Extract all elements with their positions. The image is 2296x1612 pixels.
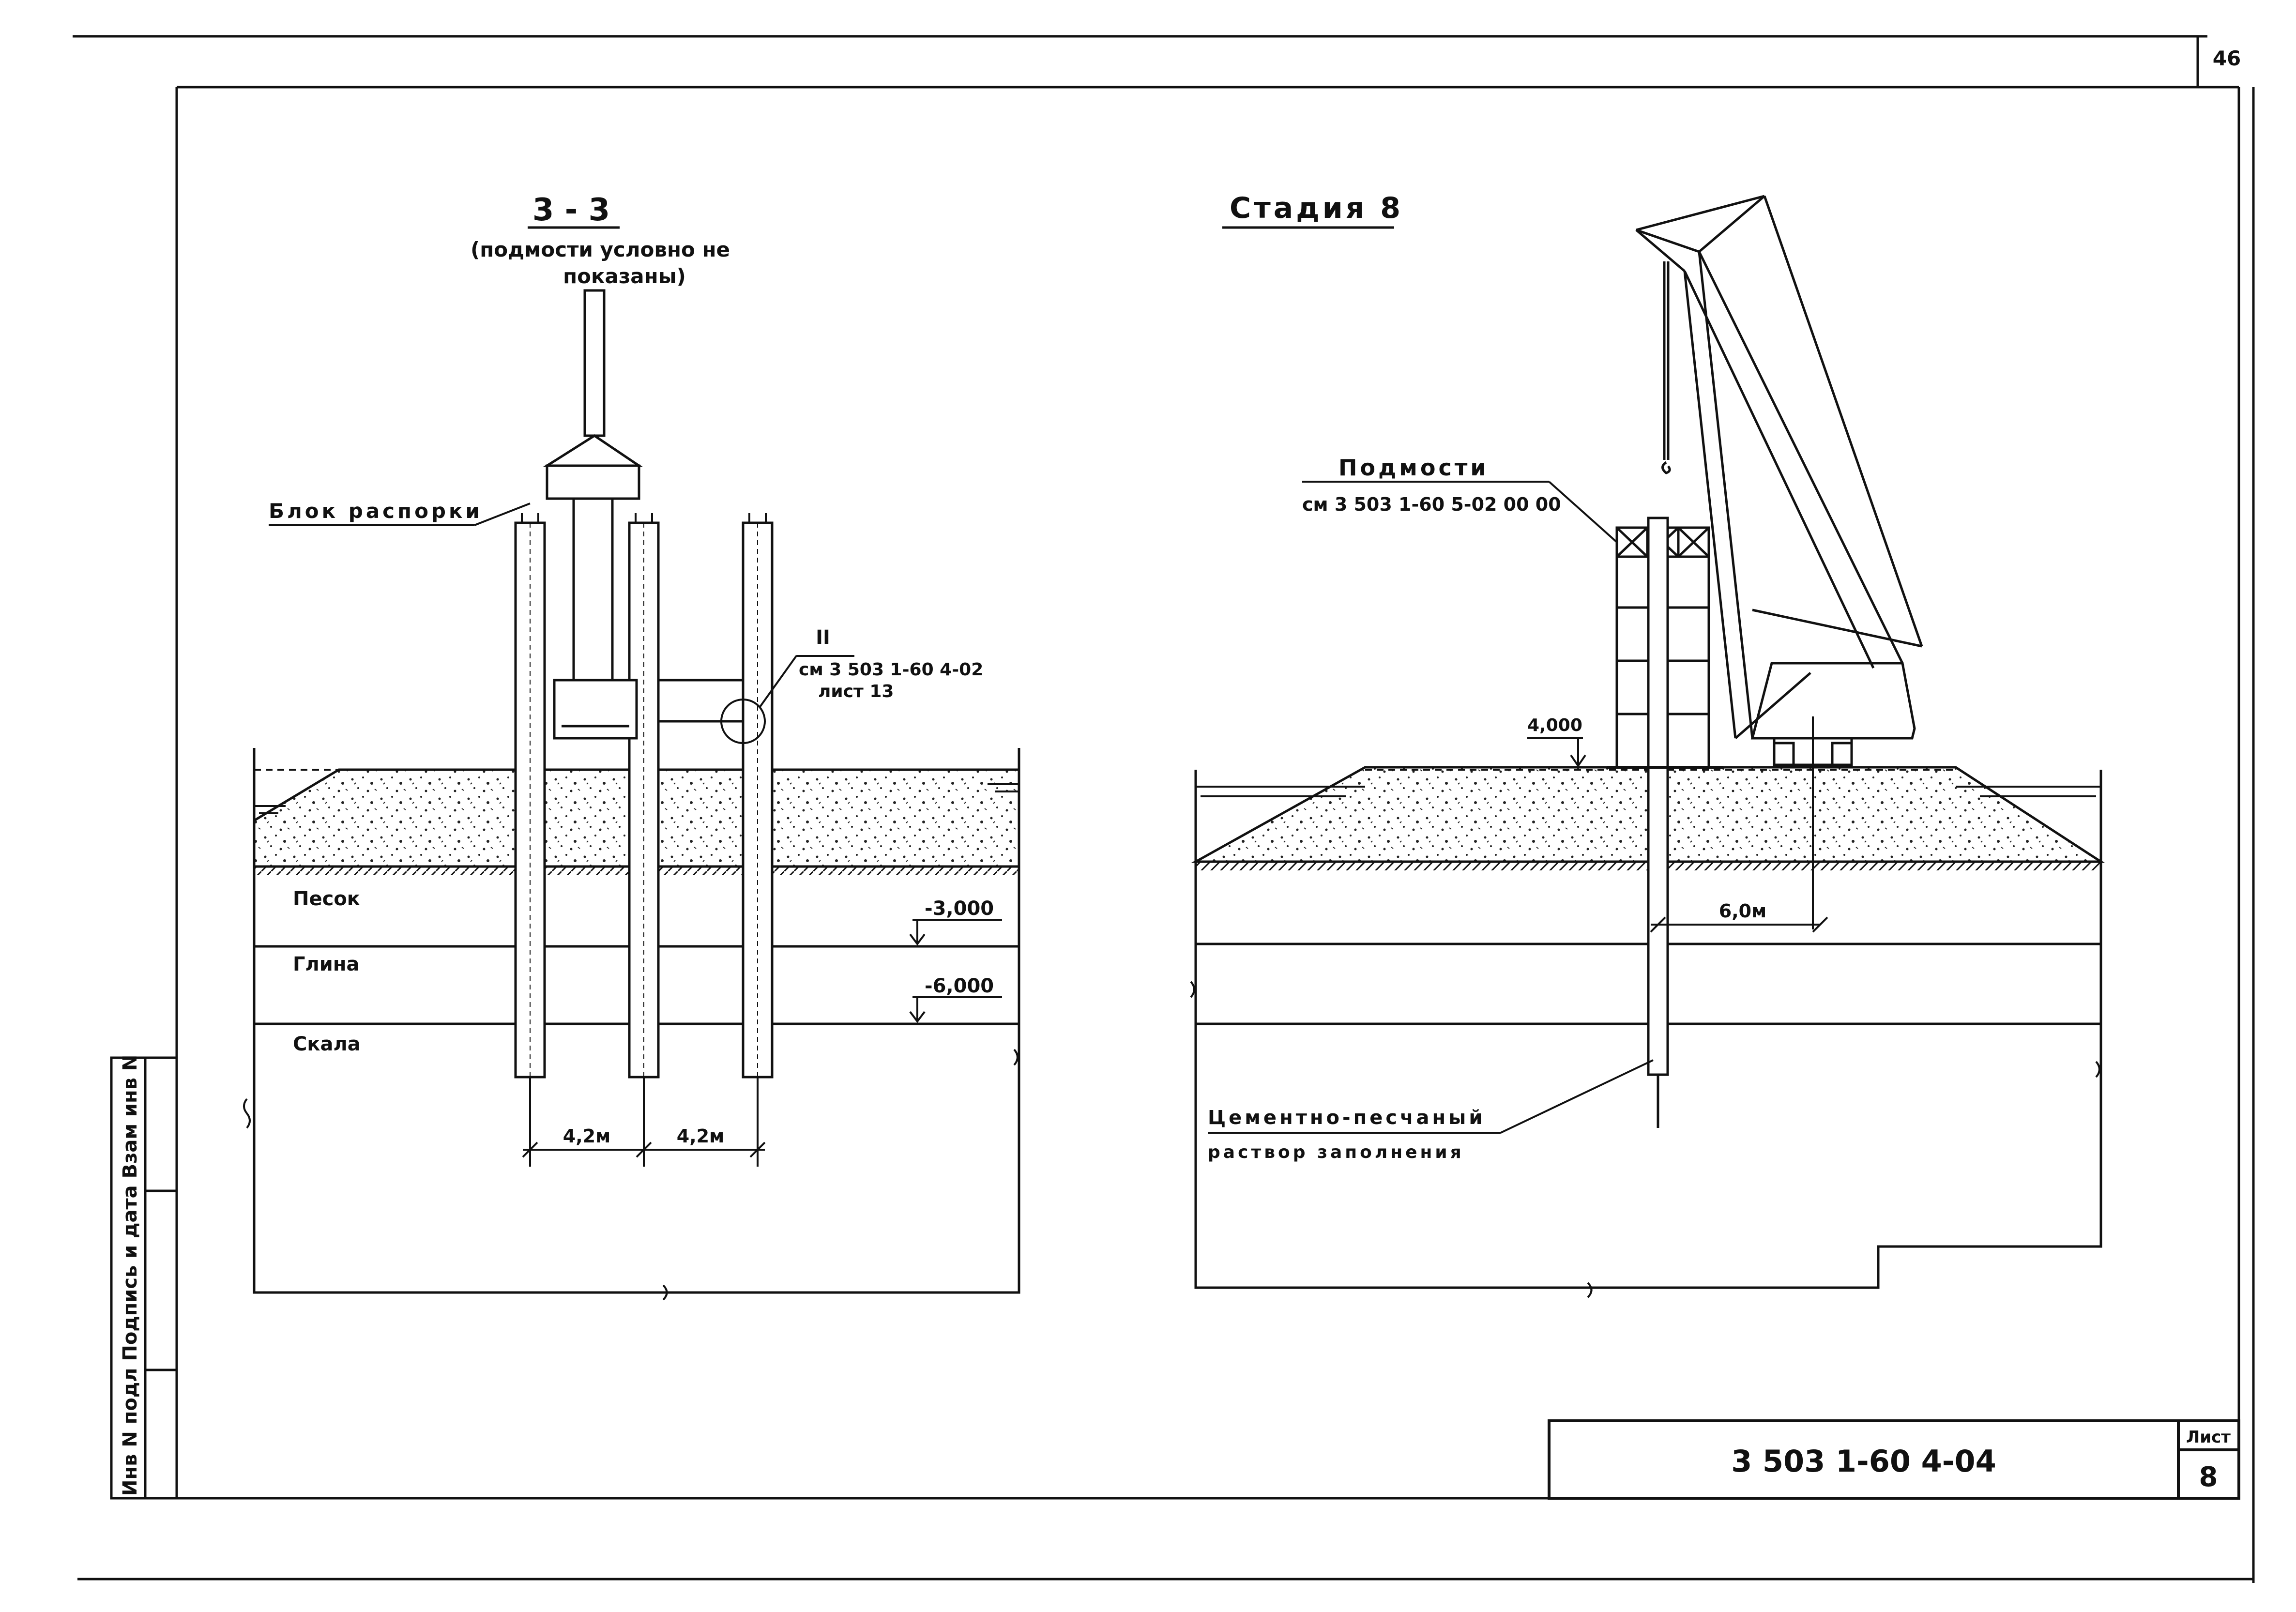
water-lines-left xyxy=(254,783,1019,814)
layer-clay: Глина xyxy=(293,953,359,975)
reach: 6,0м xyxy=(1719,900,1766,922)
crane xyxy=(1635,195,1923,929)
node-mark: II xyxy=(816,626,830,649)
spacing-1: 4,2м xyxy=(563,1125,610,1147)
level-mark-2-text: -6,000 xyxy=(925,975,994,997)
title-block xyxy=(1548,1419,2240,1500)
level-mark-top xyxy=(1527,737,1586,768)
sheet-frame xyxy=(73,35,2255,1583)
stamp-code: 3 503 1-60 4-04 xyxy=(1731,1444,1996,1479)
right-view: Стадия 8 xyxy=(1190,191,2105,1298)
stamp-sheet-value: 8 xyxy=(2199,1461,2218,1493)
strut-beam xyxy=(658,679,743,723)
node-ref-1: см 3 503 1-60 4-02 xyxy=(799,660,983,680)
side-strip-text: Инв N подл Подпись и дата Взам инв N xyxy=(119,1055,141,1496)
callout-leader-node xyxy=(759,655,854,708)
pile-3 xyxy=(742,521,774,1079)
reach-dimension xyxy=(1650,916,1828,933)
level-mark-2 xyxy=(909,996,1002,1023)
callout-leader-grout xyxy=(1208,1059,1654,1134)
left-view: 3 - 3 (подмости условно не показаны) Пес… xyxy=(243,192,1020,1301)
left-view-subtitle-2: показаны) xyxy=(563,264,686,288)
node-circle xyxy=(720,699,766,744)
callout-leader-scaffold xyxy=(1302,481,1618,543)
callout-grout-2: раствор заполнения xyxy=(1208,1142,1464,1162)
right-view-title: Стадия 8 xyxy=(1230,191,1403,225)
dimension-line xyxy=(522,1077,766,1167)
page-number-box: 46 xyxy=(2213,46,2241,70)
strut-block xyxy=(543,289,643,740)
pile-1 xyxy=(514,521,546,1079)
callout-scaffold-ref: см 3 503 1-60 5-02 00 00 xyxy=(1302,494,1561,515)
left-view-subtitle-1: (подмости условно не xyxy=(471,238,730,261)
node-ref-2: лист 13 xyxy=(818,682,894,701)
callout-grout-1: Цементно-песчаный xyxy=(1208,1107,1485,1129)
callout-scaffold: Подмости xyxy=(1338,455,1489,481)
pile-2 xyxy=(628,521,660,1079)
water-lines-right xyxy=(1196,786,2101,797)
level-top: 4,000 xyxy=(1527,715,1582,735)
level-mark-1 xyxy=(909,919,1002,946)
side-strip xyxy=(110,1056,178,1500)
stamp-sheet-label: Лист xyxy=(2186,1428,2231,1447)
pile-caps xyxy=(521,513,767,523)
svg-text:46: 46 xyxy=(2213,46,2241,70)
pile-right xyxy=(1647,517,1669,1128)
layer-rock: Скала xyxy=(293,1033,361,1055)
left-view-title: 3 - 3 xyxy=(532,192,610,228)
callout-block: Блок распорки xyxy=(269,499,483,523)
callout-leader-block xyxy=(269,502,531,526)
layer-sand: Песок xyxy=(293,888,360,910)
level-mark-1-text: -3,000 xyxy=(925,897,994,920)
spacing-2: 4,2м xyxy=(677,1125,724,1147)
